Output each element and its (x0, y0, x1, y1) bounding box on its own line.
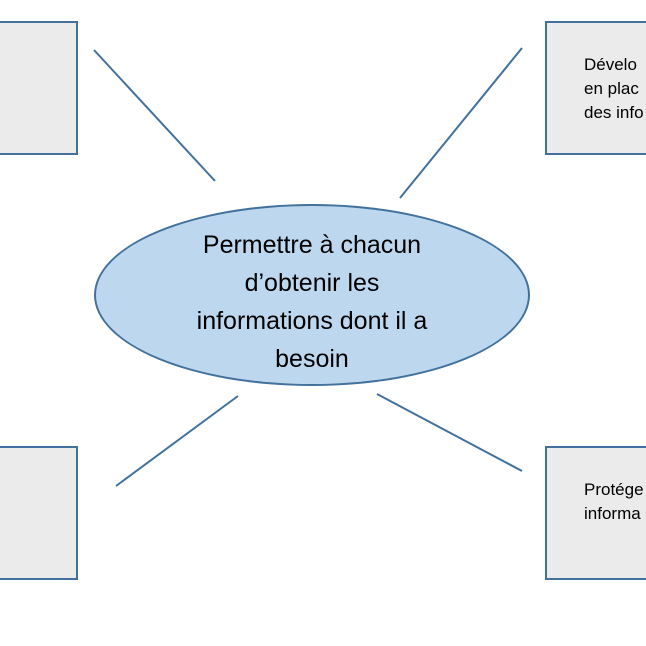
center-label-line-4: besoin (275, 345, 349, 373)
box-top-right: Dévelo en plac des info (545, 21, 646, 155)
box-top-right-text: Dévelo en plac des info (584, 55, 644, 122)
box-bottom-right: Protége informa (545, 446, 646, 580)
connector-bottom-left (115, 395, 239, 487)
connector-top-right (399, 47, 523, 199)
connector-top-left (93, 49, 216, 182)
box-bottom-left: ations (0, 446, 78, 580)
center-ellipse (94, 204, 530, 386)
center-label: Permettre à chacun d’obtenir les informa… (160, 226, 464, 378)
box-bottom-right-text: Protége informa (584, 480, 644, 523)
center-label-line-2: d’obtenir les (244, 269, 380, 297)
center-label-line-3: informations dont il a (196, 307, 428, 335)
connector-bottom-right (376, 393, 523, 472)
box-top-left (0, 21, 78, 155)
center-label-line-1: Permettre à chacun (202, 231, 422, 259)
